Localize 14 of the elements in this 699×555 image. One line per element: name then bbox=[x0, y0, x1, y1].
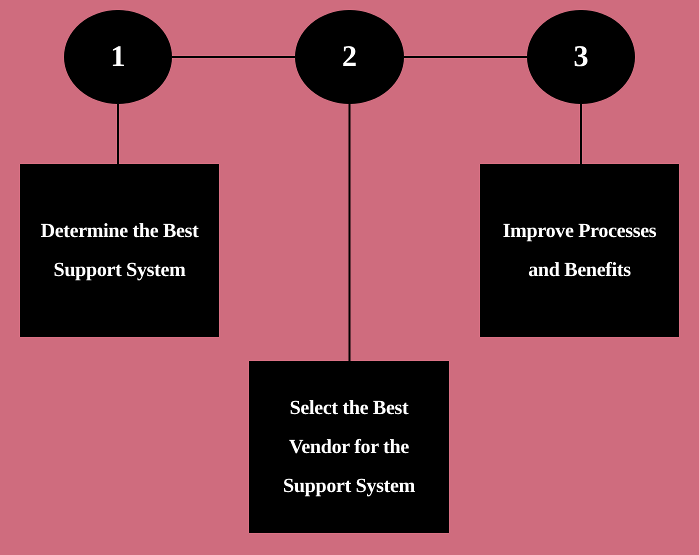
connector-line bbox=[117, 104, 119, 164]
connector-line bbox=[348, 104, 350, 361]
step-text: Determine the Best Support System bbox=[40, 218, 200, 282]
step-text: Select the Best Vendor for the Support System bbox=[282, 396, 416, 498]
connector-line bbox=[404, 56, 527, 58]
step-box bbox=[20, 164, 219, 337]
connector-line bbox=[580, 104, 582, 164]
step-number: 2 bbox=[342, 40, 357, 74]
connector-line bbox=[172, 56, 295, 58]
step-number: 3 bbox=[574, 40, 588, 74]
step-box bbox=[249, 361, 449, 533]
step-box bbox=[480, 164, 679, 337]
step-number: 1 bbox=[110, 40, 126, 74]
step-text: Improve Processes and Benefits bbox=[502, 218, 658, 282]
